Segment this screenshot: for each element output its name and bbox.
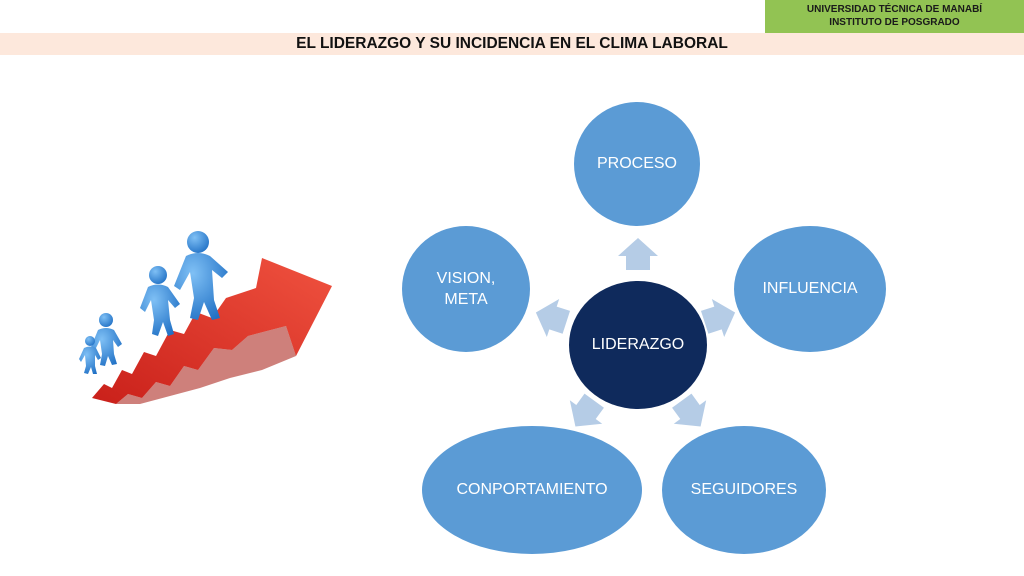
title-bar	[0, 33, 1024, 55]
node-conportamiento	[422, 426, 642, 554]
label-conportamiento: CONPORTAMIENTO	[456, 481, 608, 498]
label-seguidores: SEGUIDORES	[690, 481, 798, 498]
institute-name: INSTITUTO DE POSGRADO	[829, 17, 960, 28]
node-vision-meta	[402, 226, 530, 352]
node-liderazgo	[569, 281, 707, 409]
arrow-to-conportamiento	[569, 393, 604, 427]
node-seguidores	[662, 426, 826, 554]
label-influencia: INFLUENCIA	[762, 280, 858, 297]
label-proceso: PROCESO	[596, 155, 677, 172]
label-vision: VISION,	[436, 270, 496, 287]
arrow-to-vision-meta	[535, 298, 571, 338]
arrow-to-proceso	[618, 238, 658, 270]
page-title: EL LIDERAZGO Y SU INCIDENCIA EN EL CLIMA…	[296, 35, 728, 52]
university-badge: UNIVERSIDAD TÉCNICA DE MANABÍ INSTITUTO …	[765, 0, 1024, 33]
node-proceso	[574, 102, 700, 226]
node-influencia	[734, 226, 886, 352]
university-name: UNIVERSIDAD TÉCNICA DE MANABÍ	[806, 4, 983, 15]
arrow-to-influencia	[700, 298, 736, 338]
arrow-to-seguidores	[672, 393, 707, 427]
label-meta: META	[444, 291, 488, 308]
label-liderazgo: LIDERAZGO	[591, 336, 685, 353]
